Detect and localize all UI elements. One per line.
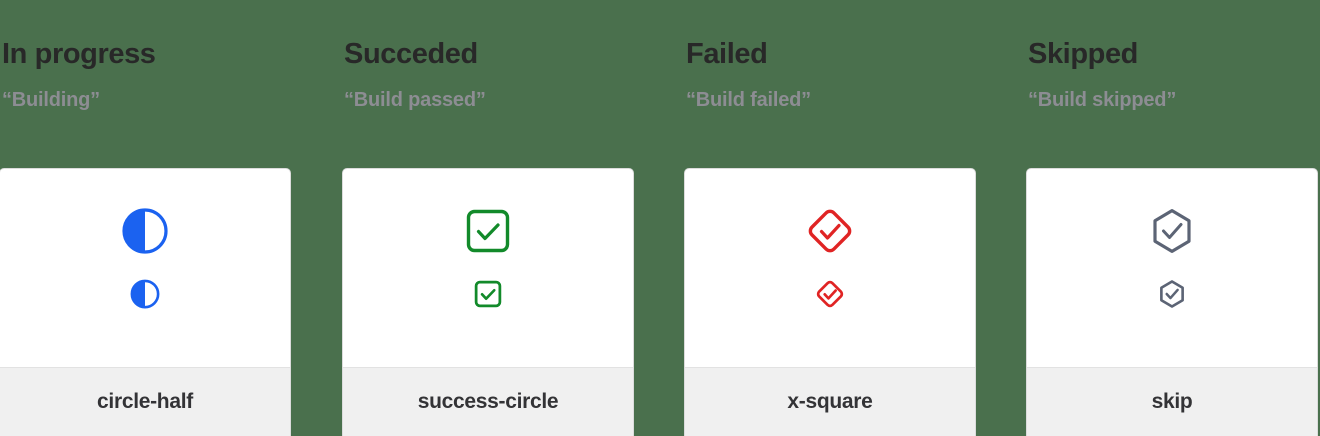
icon-name-label: success-circle — [417, 390, 559, 413]
column-subtitle: “Build skipped” — [1028, 89, 1177, 111]
column-title: Skipped — [1028, 38, 1138, 70]
success-circle-icon — [466, 209, 510, 253]
icon-card[interactable]: skip — [1026, 168, 1318, 436]
icon-name-label: x-square — [787, 390, 873, 413]
icon-name-label: skip — [1151, 390, 1193, 413]
icon-name-footer: x-square — [685, 367, 975, 436]
status-column-succeded: Succeded “Build passed” success-circle — [342, 0, 684, 436]
icon-name-footer: skip — [1027, 367, 1317, 436]
icon-preview-area — [343, 169, 633, 369]
icon-name-label: circle-half — [97, 390, 193, 413]
column-header: Succeded “Build passed” — [342, 0, 684, 111]
column-header: Skipped “Build skipped” — [1026, 0, 1320, 111]
success-circle-icon-small — [474, 280, 502, 308]
column-subtitle: “Build passed” — [344, 89, 486, 111]
column-title: Succeded — [344, 38, 478, 70]
x-square-icon-small — [816, 280, 844, 308]
column-subtitle: “Building” — [2, 89, 100, 111]
skip-icon — [1153, 209, 1191, 253]
column-title: Failed — [686, 38, 768, 70]
icon-preview-area — [0, 169, 290, 369]
circle-half-icon-small — [130, 279, 160, 309]
circle-half-icon — [122, 208, 168, 254]
status-column-failed: Failed “Build failed” x-squ — [684, 0, 1026, 436]
x-square-icon — [808, 209, 852, 253]
column-header: Failed “Build failed” — [684, 0, 1026, 111]
icon-preview-area — [685, 169, 975, 369]
column-subtitle: “Build failed” — [686, 89, 811, 111]
column-title: In progress — [2, 38, 156, 70]
icon-preview-area — [1027, 169, 1317, 369]
icon-name-footer: circle-half — [0, 367, 290, 436]
icon-card[interactable]: circle-half — [0, 168, 291, 436]
column-header: In progress “Building” — [0, 0, 342, 111]
status-column-skipped: Skipped “Build skipped” skip — [1026, 0, 1320, 436]
icon-name-footer: success-circle — [343, 367, 633, 436]
status-column-in-progress: In progress “Building” circle-half — [0, 0, 342, 436]
icon-card[interactable]: x-square — [684, 168, 976, 436]
icon-card[interactable]: success-circle — [342, 168, 634, 436]
skip-icon-small — [1160, 280, 1184, 308]
